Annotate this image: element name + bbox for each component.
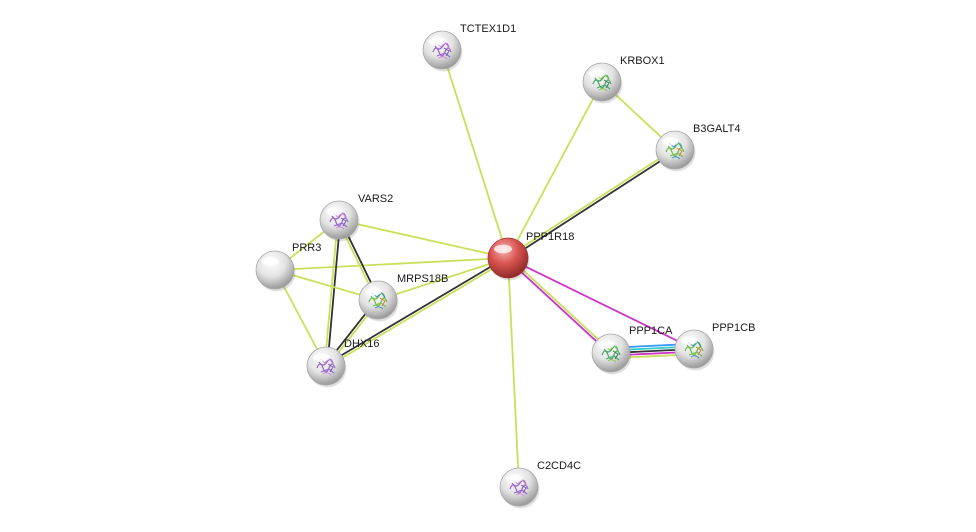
- edge-evidence-line: [377, 257, 509, 301]
- edge-vars2-dhx16[interactable]: [323, 219, 342, 367]
- node-label: MRPS18B: [397, 273, 448, 285]
- protein-structure-icon: [316, 358, 336, 374]
- protein-structure-icon: [509, 479, 529, 495]
- node-sphere: [499, 467, 539, 507]
- protein-structure-icon: [327, 363, 334, 373]
- node-ppp1cb[interactable]: PPP1CB: [674, 322, 755, 371]
- node-b3galt4[interactable]: B3GALT4: [655, 123, 741, 172]
- edge-evidence-line: [506, 148, 675, 258]
- node-sphere: [255, 250, 295, 290]
- edge-evidence-line: [274, 257, 509, 271]
- node-label: DHX16: [344, 338, 379, 350]
- node-sphere: [358, 280, 398, 320]
- edge-evidence-line: [338, 219, 509, 259]
- protein-structure-icon: [379, 297, 386, 307]
- node-sphere: [422, 30, 462, 70]
- protein-structure-icon: [603, 79, 610, 89]
- nodes-layer: PPP1R18 TCTEX1D1KRBOX1B3GALT4VARS2PRR3MRP…: [255, 23, 755, 509]
- node-sphere: [591, 333, 631, 373]
- edge-ppp1r18-ppp1cb[interactable]: [507, 257, 695, 350]
- node-sphere: [582, 62, 622, 102]
- node-highlight: [661, 137, 679, 146]
- edge-evidence-line: [323, 219, 339, 366]
- node-label: VARS2: [358, 193, 393, 205]
- node-sphere: [674, 329, 714, 369]
- edge-evidence-line: [326, 258, 510, 368]
- node-highlight: [312, 353, 330, 362]
- protein-structure-icon: [443, 47, 450, 57]
- node-highlight: [597, 340, 615, 349]
- edge-ppp1r18-tctex1d1[interactable]: [441, 49, 509, 259]
- node-prr3[interactable]: PRR3: [255, 242, 321, 292]
- node-sphere: [319, 200, 359, 240]
- protein-structure-icon: [676, 147, 683, 157]
- edge-ppp1r18-c2cd4c[interactable]: [507, 257, 520, 488]
- node-tctex1d1[interactable]: TCTEX1D1: [422, 23, 516, 72]
- edge-evidence-line: [507, 257, 520, 488]
- protein-structure-icon: [520, 484, 527, 494]
- protein-structure-icon: [368, 292, 388, 308]
- node-highlight: [588, 69, 606, 78]
- node-vars2[interactable]: VARS2: [319, 193, 393, 242]
- edge-ppp1r18-b3galt4[interactable]: [506, 148, 677, 260]
- node-label: PPP1CB: [712, 322, 755, 334]
- node-label: TCTEX1D1: [460, 23, 516, 35]
- edge-evidence-line: [507, 81, 603, 259]
- edge-evidence-line: [324, 256, 508, 366]
- edge-ppp1r18-mrps18b[interactable]: [377, 257, 509, 301]
- node-label: PRR3: [292, 242, 321, 254]
- node-label: PPP1CA: [629, 325, 673, 337]
- node-sphere: [487, 237, 529, 279]
- node-c2cd4c[interactable]: C2CD4C: [499, 460, 581, 509]
- node-highlight: [428, 37, 446, 46]
- protein-structure-icon: [340, 217, 347, 227]
- protein-structure-icon: [592, 74, 612, 90]
- edge-evidence-line: [441, 49, 509, 259]
- node-highlight: [494, 244, 512, 254]
- edge-evidence-line: [507, 257, 695, 350]
- node-highlight: [261, 257, 279, 266]
- edge-evidence-line: [508, 150, 677, 260]
- node-sphere: [306, 346, 346, 386]
- node-label: B3GALT4: [693, 123, 741, 135]
- edge-ppp1r18-dhx16[interactable]: [324, 256, 510, 368]
- node-mrps18b[interactable]: MRPS18B: [358, 273, 448, 322]
- node-highlight: [680, 336, 698, 345]
- node-krbox1[interactable]: KRBOX1: [582, 55, 665, 104]
- node-highlight: [505, 474, 523, 483]
- node-dhx16[interactable]: DHX16: [306, 338, 379, 388]
- edges-layer: [274, 49, 695, 488]
- node-label: C2CD4C: [537, 460, 581, 472]
- edge-evidence-line: [508, 256, 613, 353]
- protein-structure-icon: [695, 346, 702, 356]
- node-label: KRBOX1: [620, 55, 665, 67]
- edge-ppp1r18-vars2[interactable]: [338, 219, 509, 259]
- edge-evidence-line: [506, 258, 611, 355]
- protein-structure-icon: [665, 142, 685, 158]
- node-label: PPP1R18: [526, 231, 574, 243]
- edge-ppp1r18-krbox1[interactable]: [507, 81, 603, 259]
- protein-structure-icon: [432, 42, 452, 58]
- edge-evidence-line: [326, 220, 342, 367]
- node-highlight: [325, 207, 343, 216]
- node-ppp1r18[interactable]: PPP1R18: [487, 231, 574, 281]
- node-ppp1ca[interactable]: PPP1CA: [591, 325, 673, 375]
- node-sphere: [655, 130, 695, 170]
- node-highlight: [364, 287, 382, 296]
- edge-ppp1r18-ppp1ca[interactable]: [506, 256, 613, 355]
- protein-structure-icon: [612, 350, 619, 360]
- protein-structure-icon: [601, 345, 621, 361]
- protein-structure-icon: [684, 341, 704, 357]
- protein-structure-icon: [329, 212, 349, 228]
- edge-ppp1r18-prr3[interactable]: [274, 257, 509, 271]
